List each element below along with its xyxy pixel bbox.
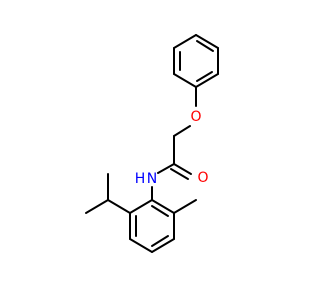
bond <box>129 238 153 253</box>
bond <box>173 34 197 49</box>
phenyl-ring-top <box>173 34 219 88</box>
bond <box>129 199 153 214</box>
bond <box>173 125 191 137</box>
double-bond-inner <box>196 40 214 52</box>
double-bond-inner <box>151 235 169 247</box>
carbonyl-bond <box>170 168 189 180</box>
double-bond-inner <box>151 205 169 217</box>
aryl-ring-bottom <box>129 199 175 253</box>
bond <box>195 34 219 49</box>
isopropyl-bond <box>85 199 109 214</box>
carbonyl-bond <box>173 163 192 175</box>
nitrogen-hydrogen-label: H <box>135 171 146 187</box>
oxygen-ether-label: O <box>190 109 201 125</box>
bond <box>151 238 175 253</box>
nitrogen-label: N <box>147 171 157 187</box>
structure-diagram: O O N H <box>85 34 219 253</box>
molecule-drawing: O O N H <box>85 34 219 253</box>
bond <box>151 199 175 214</box>
bond <box>157 163 175 174</box>
isopropyl-bond <box>107 199 131 214</box>
methyl-bond <box>173 199 197 214</box>
double-bond-inner <box>196 71 213 82</box>
bond <box>195 73 219 88</box>
bond <box>173 73 197 88</box>
oxygen-carbonyl-label: O <box>197 170 208 186</box>
